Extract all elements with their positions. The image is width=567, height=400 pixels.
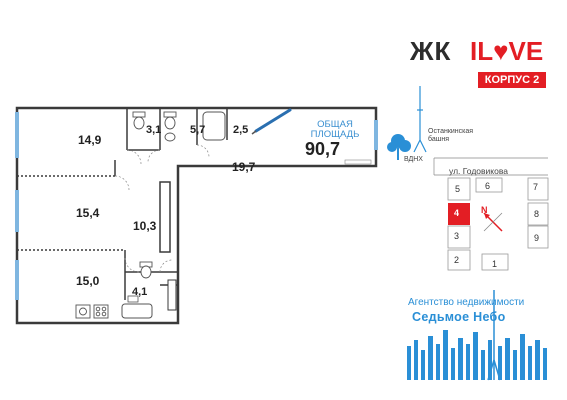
room-area-living: 14,9	[78, 133, 102, 147]
sink-icon	[164, 132, 176, 142]
toilet-icon	[163, 111, 177, 130]
room-area-bathroom: 5,7	[190, 124, 206, 136]
section-label: 8	[534, 209, 540, 219]
room-area-bedroom-2: 15,0	[76, 274, 100, 288]
street-lines	[433, 157, 548, 176]
agency-tagline: Агентство недвижимости	[408, 297, 525, 308]
room-area-storage: 2,5	[233, 124, 249, 136]
section-label: 7	[533, 182, 539, 192]
highlighted-section	[448, 203, 470, 225]
room-area-kitchen: 19,7	[232, 160, 256, 174]
kitchen-counter	[344, 159, 372, 165]
city-skyline-icon	[407, 330, 547, 380]
section-label: 3	[454, 231, 460, 241]
building-sections	[447, 177, 549, 271]
washer-icon	[75, 304, 91, 319]
windows	[15, 112, 378, 300]
brand-logo: IL♥VE	[470, 36, 544, 66]
section-label: 9	[534, 233, 540, 243]
tv-tower-skyline-icon	[487, 290, 501, 381]
outer-walls	[15, 106, 378, 325]
tv-tower-icon	[413, 86, 427, 153]
total-area-label: ОБЩАЯ ПЛОЩАДЬ	[310, 119, 360, 140]
section-label-highlighted: 4	[454, 208, 460, 218]
section-label: 2	[454, 255, 460, 265]
interior-walls	[17, 108, 228, 300]
tower-label: Останкинская башня	[428, 128, 474, 143]
wardrobe	[159, 181, 171, 253]
bathtub-bottom	[121, 303, 153, 319]
stove-icon	[93, 304, 109, 319]
storage-unit	[167, 279, 177, 311]
agency-name: Седьмое Небо	[412, 310, 506, 324]
room-area-bedroom-1: 15,4	[76, 206, 100, 220]
pencil-icon	[251, 108, 292, 135]
toilet-icon	[132, 111, 146, 130]
park-tree-icon	[387, 134, 411, 160]
street-label: ул. Годовикова	[449, 166, 508, 176]
bathtub-top	[202, 111, 226, 141]
section-label: 6	[485, 181, 491, 191]
door-swings	[114, 144, 210, 273]
section-label: 5	[455, 184, 461, 194]
section-label: 1	[492, 259, 498, 269]
metro-label: ВДНХ	[404, 156, 423, 163]
building-badge: КОРПУС 2	[478, 72, 546, 88]
room-area-bath-2: 4,1	[132, 286, 148, 298]
room-area-wc: 3,1	[146, 124, 162, 136]
total-area-value: 90,7	[305, 139, 341, 159]
compass-north-label: N	[481, 205, 488, 215]
toilet-icon	[139, 261, 153, 279]
compass-icon	[483, 212, 503, 232]
room-area-hall: 10,3	[133, 219, 157, 233]
complex-prefix: ЖК	[410, 36, 452, 66]
sink-icon	[127, 295, 139, 303]
